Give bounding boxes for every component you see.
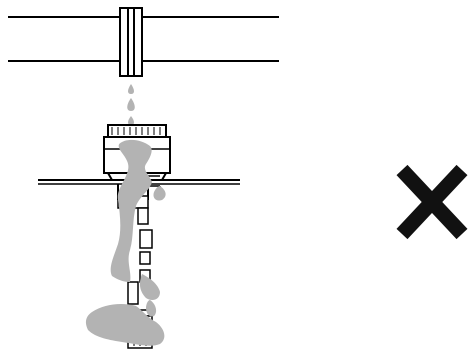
water-drop <box>128 84 134 94</box>
water-stream <box>85 139 166 346</box>
pipe-coupling <box>119 7 143 77</box>
water-drop <box>127 98 135 111</box>
water-drops <box>127 84 135 125</box>
water-drop <box>128 116 134 125</box>
cross-mark-icon <box>396 164 468 240</box>
overhead-pipe <box>8 7 279 77</box>
